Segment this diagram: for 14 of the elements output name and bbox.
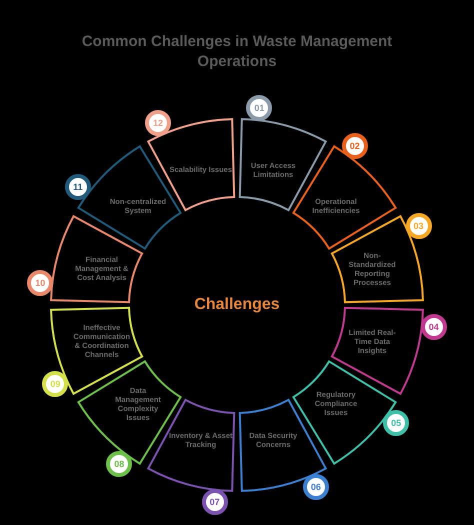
number-badge: 01 bbox=[246, 95, 272, 122]
number-badge: 11 bbox=[64, 174, 91, 200]
center-label: Challenges bbox=[193, 296, 281, 314]
number-badge: 02 bbox=[342, 132, 368, 159]
number-badge: 03 bbox=[406, 213, 432, 240]
number-badge: 09 bbox=[42, 370, 68, 397]
number-badge: 08 bbox=[106, 451, 132, 478]
number-badge: 12 bbox=[145, 110, 172, 136]
title: Common Challenges in Waste Management Operations bbox=[80, 32, 394, 72]
number-badge: 06 bbox=[302, 474, 329, 500]
number-badge: 07 bbox=[202, 488, 228, 515]
number-badge: 04 bbox=[420, 314, 447, 340]
number-badge: 05 bbox=[383, 410, 410, 436]
number-badge: 10 bbox=[27, 270, 54, 296]
